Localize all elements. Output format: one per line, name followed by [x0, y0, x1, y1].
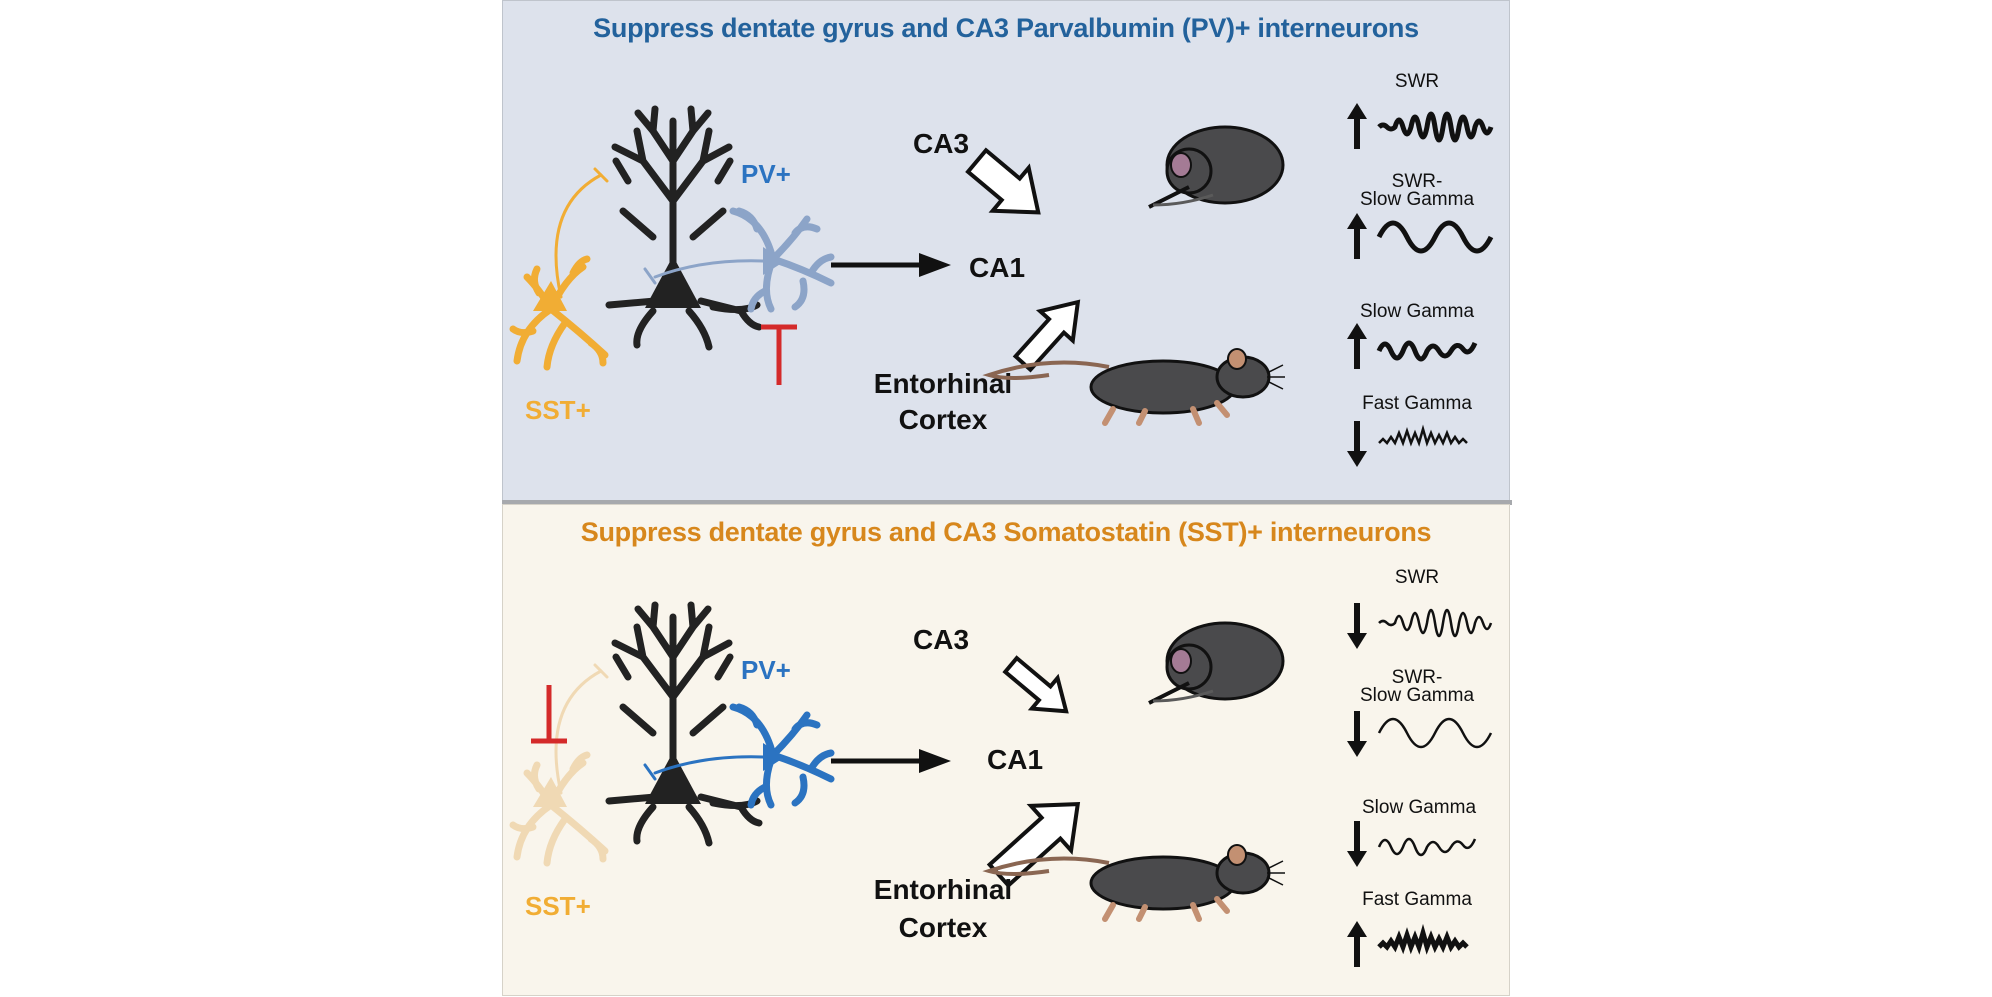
sst-suppression-panel: Suppress dentate gyrus and CA3 Somatosta… [502, 504, 1510, 996]
pv-label: PV+ [741, 159, 791, 189]
ec-label-line1: Entorhinal [874, 874, 1012, 905]
osc-swr-slow-gamma-label-2: Slow Gamma [1360, 189, 1474, 210]
pv-inhibition-icon [761, 324, 797, 385]
ec-label-line2: Cortex [899, 912, 988, 943]
down-arrow-icon [1347, 421, 1367, 467]
sst-interneuron-icon [509, 663, 609, 867]
swr-slow-gamma-waveform-icon [1376, 220, 1494, 254]
osc-swr-label: SWR [1395, 567, 1439, 588]
ca3-label: CA3 [913, 128, 969, 159]
pv-interneuron-icon [643, 207, 835, 313]
panel-divider [502, 500, 1512, 505]
pv-panel-diagram: SST+ PV+ [509, 71, 1494, 467]
osc-swr-slow-gamma-label-2: Slow Gamma [1360, 685, 1474, 706]
fast-gamma-waveform-icon [1377, 923, 1469, 955]
osc-fast-gamma-label: Fast Gamma [1362, 889, 1472, 910]
pyramidal-neuron-icon [605, 601, 763, 847]
sst-interneuron-icon [509, 167, 609, 371]
down-arrow-icon [1347, 711, 1367, 757]
ca3-input-arrow-icon [965, 147, 1041, 215]
pyramidal-neuron-icon [605, 105, 763, 351]
right-arrow-icon [831, 253, 951, 277]
osc-slow-gamma-label: Slow Gamma [1362, 797, 1476, 818]
swr-waveform-icon [1377, 111, 1494, 143]
ca3-label: CA3 [913, 624, 969, 655]
sst-label: SST+ [525, 395, 591, 425]
swr-waveform-icon [1378, 608, 1493, 638]
down-arrow-icon [1347, 603, 1367, 649]
running-mouse-icon [982, 348, 1285, 426]
sst-panel-title: Suppress dentate gyrus and CA3 Somatosta… [580, 517, 1432, 547]
ca3-input-arrow-icon [1002, 655, 1069, 714]
pv-panel-title: Suppress dentate gyrus and CA3 Parvalbum… [593, 13, 1419, 43]
sst-panel-diagram: SST+ PV+ [509, 567, 1493, 967]
swr-slow-gamma-waveform-icon [1377, 717, 1493, 749]
pv-label: PV+ [741, 655, 791, 685]
up-arrow-icon [1347, 921, 1367, 967]
running-mouse-icon [982, 844, 1285, 922]
up-arrow-icon [1347, 323, 1367, 369]
sleeping-mouse-icon [1148, 125, 1285, 209]
ca1-label: CA1 [969, 252, 1025, 283]
pv-interneuron-icon [643, 703, 835, 809]
slow-gamma-waveform-icon [1377, 837, 1477, 857]
sleeping-mouse-icon [1148, 621, 1285, 705]
figure: Suppress dentate gyrus and CA3 Parvalbum… [502, 0, 1512, 996]
up-arrow-icon [1347, 213, 1367, 259]
osc-swr-label: SWR [1395, 71, 1439, 92]
down-arrow-icon [1347, 821, 1367, 867]
osc-fast-gamma-label: Fast Gamma [1362, 393, 1472, 414]
osc-swr-slow-gamma-label-1: SWR- [1392, 171, 1443, 192]
ca1-label: CA1 [987, 744, 1043, 775]
osc-swr-slow-gamma-label-1: SWR- [1392, 667, 1443, 688]
right-arrow-icon [831, 749, 951, 773]
sst-label: SST+ [525, 891, 591, 921]
sst-inhibition-icon [531, 685, 567, 744]
ec-label-line2: Cortex [899, 404, 988, 435]
pv-suppression-panel: Suppress dentate gyrus and CA3 Parvalbum… [502, 0, 1510, 502]
fast-gamma-waveform-icon [1378, 424, 1468, 447]
slow-gamma-waveform-icon [1376, 340, 1478, 362]
osc-slow-gamma-label: Slow Gamma [1360, 301, 1474, 322]
up-arrow-icon [1347, 103, 1367, 149]
